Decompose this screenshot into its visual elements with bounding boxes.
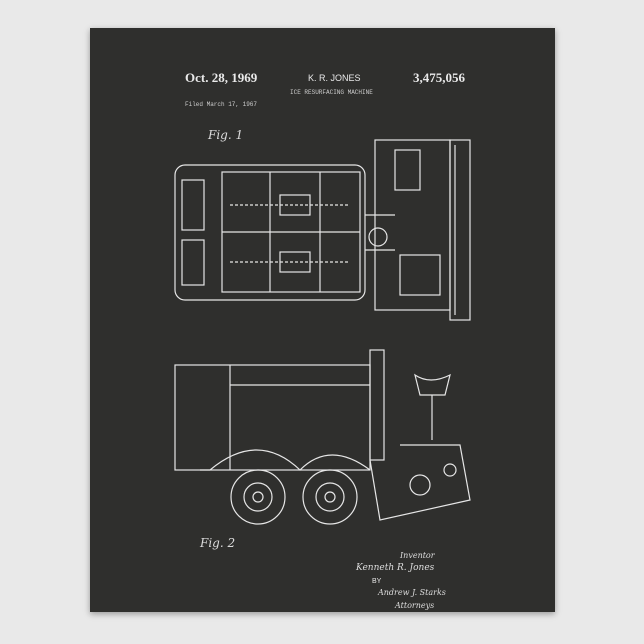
patent-number: 3,475,056: [413, 70, 465, 85]
inventor-signature: Kenneth R. Jones: [356, 563, 435, 573]
attorney-signature: Andrew J. Starks: [378, 588, 446, 597]
attorney-role: Attorneys: [395, 601, 435, 610]
inventor-role: Inventor: [400, 551, 435, 560]
fig2-label: Fig. 2: [200, 536, 236, 550]
filed-date: Filed March 17, 1967: [185, 101, 258, 108]
patent-poster: Oct. 28, 1969 K. R. JONES 3,475,056 ICE …: [90, 28, 555, 612]
fig1-top-view: [174, 139, 471, 321]
patent-drawings: [174, 139, 471, 525]
patent-date: Oct. 28, 1969: [185, 70, 258, 85]
fig1-label: Fig. 1: [208, 128, 244, 142]
fig2-side-view: [174, 349, 471, 525]
inventor-name: K. R. JONES: [308, 73, 361, 83]
patent-title: ICE RESURFACING MACHINE: [290, 89, 373, 96]
by-label: BY: [372, 578, 382, 585]
